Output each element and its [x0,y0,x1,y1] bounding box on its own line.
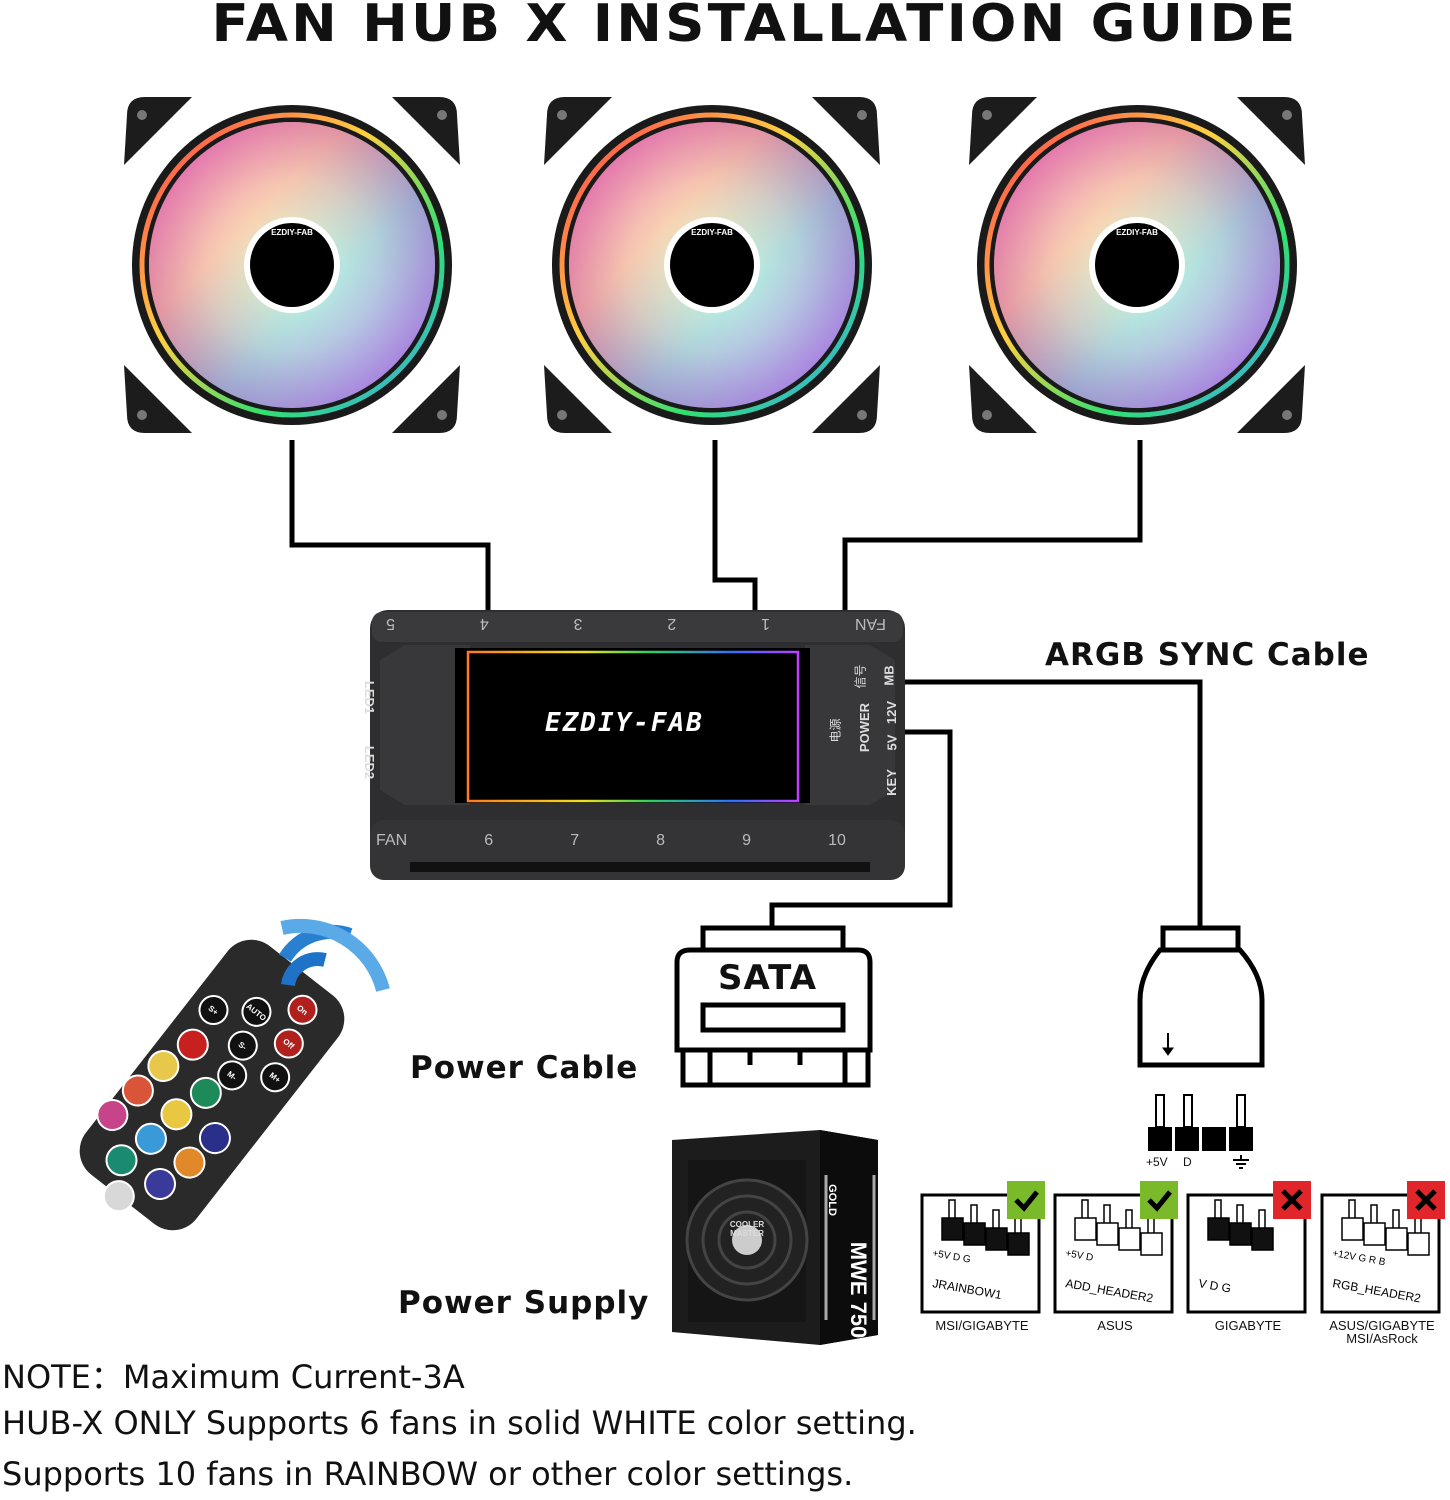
port-7[interactable]: 7 [570,832,580,849]
hub-bottom-ports: FAN 6 7 8 9 10 [376,832,846,850]
header-pins: +5V D [1064,1248,1094,1264]
argb-sync-cable-label: ARGB SYNC Cable [1045,637,1370,673]
remote-color-button[interactable] [117,1069,159,1111]
fan-cables [289,440,1203,930]
check-badge [1007,1181,1045,1219]
remote-color-button[interactable] [100,1139,142,1181]
brand-name: ASUS/GIGABYTE [1329,1318,1435,1333]
mb-label: MB [881,665,897,686]
port-2[interactable]: 2 [667,615,677,632]
page-title: FAN HUB X INSTALLATION GUIDE [211,0,1299,54]
sata-connector [674,925,873,1088]
hub-top-ports: FAN 1 2 3 4 5 [376,612,896,632]
port-8[interactable]: 8 [656,832,666,849]
mb-cn-label: 信号 [853,664,868,689]
remote-color-button[interactable] [142,1045,184,1087]
port-1[interactable]: 1 [761,615,771,632]
remote-color-button[interactable] [139,1163,181,1205]
header-brand-label: GIGABYTE [1173,1319,1323,1332]
remote-color-button[interactable] [185,1072,227,1114]
port-3[interactable]: 3 [573,615,583,632]
header-name: V D G [1197,1276,1232,1295]
argb-connector [1137,925,1265,1068]
remote-button[interactable] [237,992,276,1031]
12v-label: 12V [884,700,900,725]
fan-logo: EZDIY-FAB [691,228,733,237]
hub-brand-logo: EZDIY-FAB [545,708,704,738]
remote-color-button[interactable] [155,1093,197,1135]
brand-name: MSI/GIGABYTE [935,1318,1029,1333]
hub-fan-label-bottom: FAN [376,832,408,849]
pin-label-d: D [1183,1155,1192,1169]
remote-color-button[interactable] [98,1175,140,1217]
rgb-fan: EZDIY-FAB [969,97,1305,433]
power-cable-label: Power Cable [410,1050,639,1086]
rgb-fan: EZDIY-FAB [124,97,460,433]
remote-color-button[interactable] [168,1142,210,1184]
port-9[interactable]: 9 [742,832,752,849]
brand-name-2: MSI/AsRock [1346,1331,1418,1346]
port-10[interactable]: 10 [828,832,846,849]
fan-hub [370,610,905,880]
psu-model: MWE 750 [846,1241,871,1339]
power-supply-label: Power Supply [398,1285,650,1321]
remote-button[interactable] [256,1058,295,1097]
hub-fan-label-top: FAN [854,615,886,632]
psu-brand: COOLER MASTER [729,1220,765,1238]
sata-label: SATA [718,958,818,998]
remote-button[interactable] [283,990,322,1029]
brand-name: ASUS [1097,1318,1133,1333]
power-supply-image [672,1130,878,1345]
5v-label: 5V [884,734,900,751]
remote-color-button[interactable] [172,1024,214,1066]
power-cn-label: 电源 [828,718,843,743]
fan-logo: EZDIY-FAB [1116,228,1158,237]
rgb-fan: EZDIY-FAB [544,97,880,433]
wireless-signal-icon [279,918,390,992]
header-brand-label: ASUS [1040,1319,1190,1332]
led2-label: LED2 [362,745,378,780]
remote-button[interactable] [223,1026,262,1065]
remote-button[interactable] [269,1024,308,1063]
remote-button[interactable] [213,1056,252,1095]
remote-button[interactable] [194,990,233,1029]
remote-color-button[interactable] [130,1118,172,1160]
power-label: POWER [857,702,873,753]
remote-color-button[interactable] [194,1117,236,1159]
pin-label-5v: +5V [1146,1155,1168,1169]
check-badge [1140,1181,1178,1219]
motherboard-header-card: V D G [1186,1181,1311,1314]
port-6[interactable]: 6 [484,832,494,849]
note-white-support: HUB-X ONLY Supports 6 fans in solid WHIT… [2,1404,917,1442]
brand-name: GIGABYTE [1214,1318,1282,1333]
ground-icon [1233,1155,1249,1169]
port-4[interactable]: 4 [479,615,489,632]
check-icon [1014,1190,1039,1212]
note-rainbow-support: Supports 10 fans in RAINBOW or other col… [2,1455,854,1493]
argb-pinout [1148,1094,1253,1169]
fan-logo: EZDIY-FAB [271,228,313,237]
psu-series: GOLD [826,1184,838,1216]
led1-label: LED1 [362,680,378,715]
port-5[interactable]: 5 [386,615,395,632]
check-icon [1147,1190,1172,1212]
note-max-current: NOTE：Maximum Current-3A [2,1358,465,1396]
remote-color-button[interactable] [91,1094,133,1136]
header-brand-label: MSI/GIGABYTE [907,1319,1057,1332]
key-label: KEY [883,769,899,796]
